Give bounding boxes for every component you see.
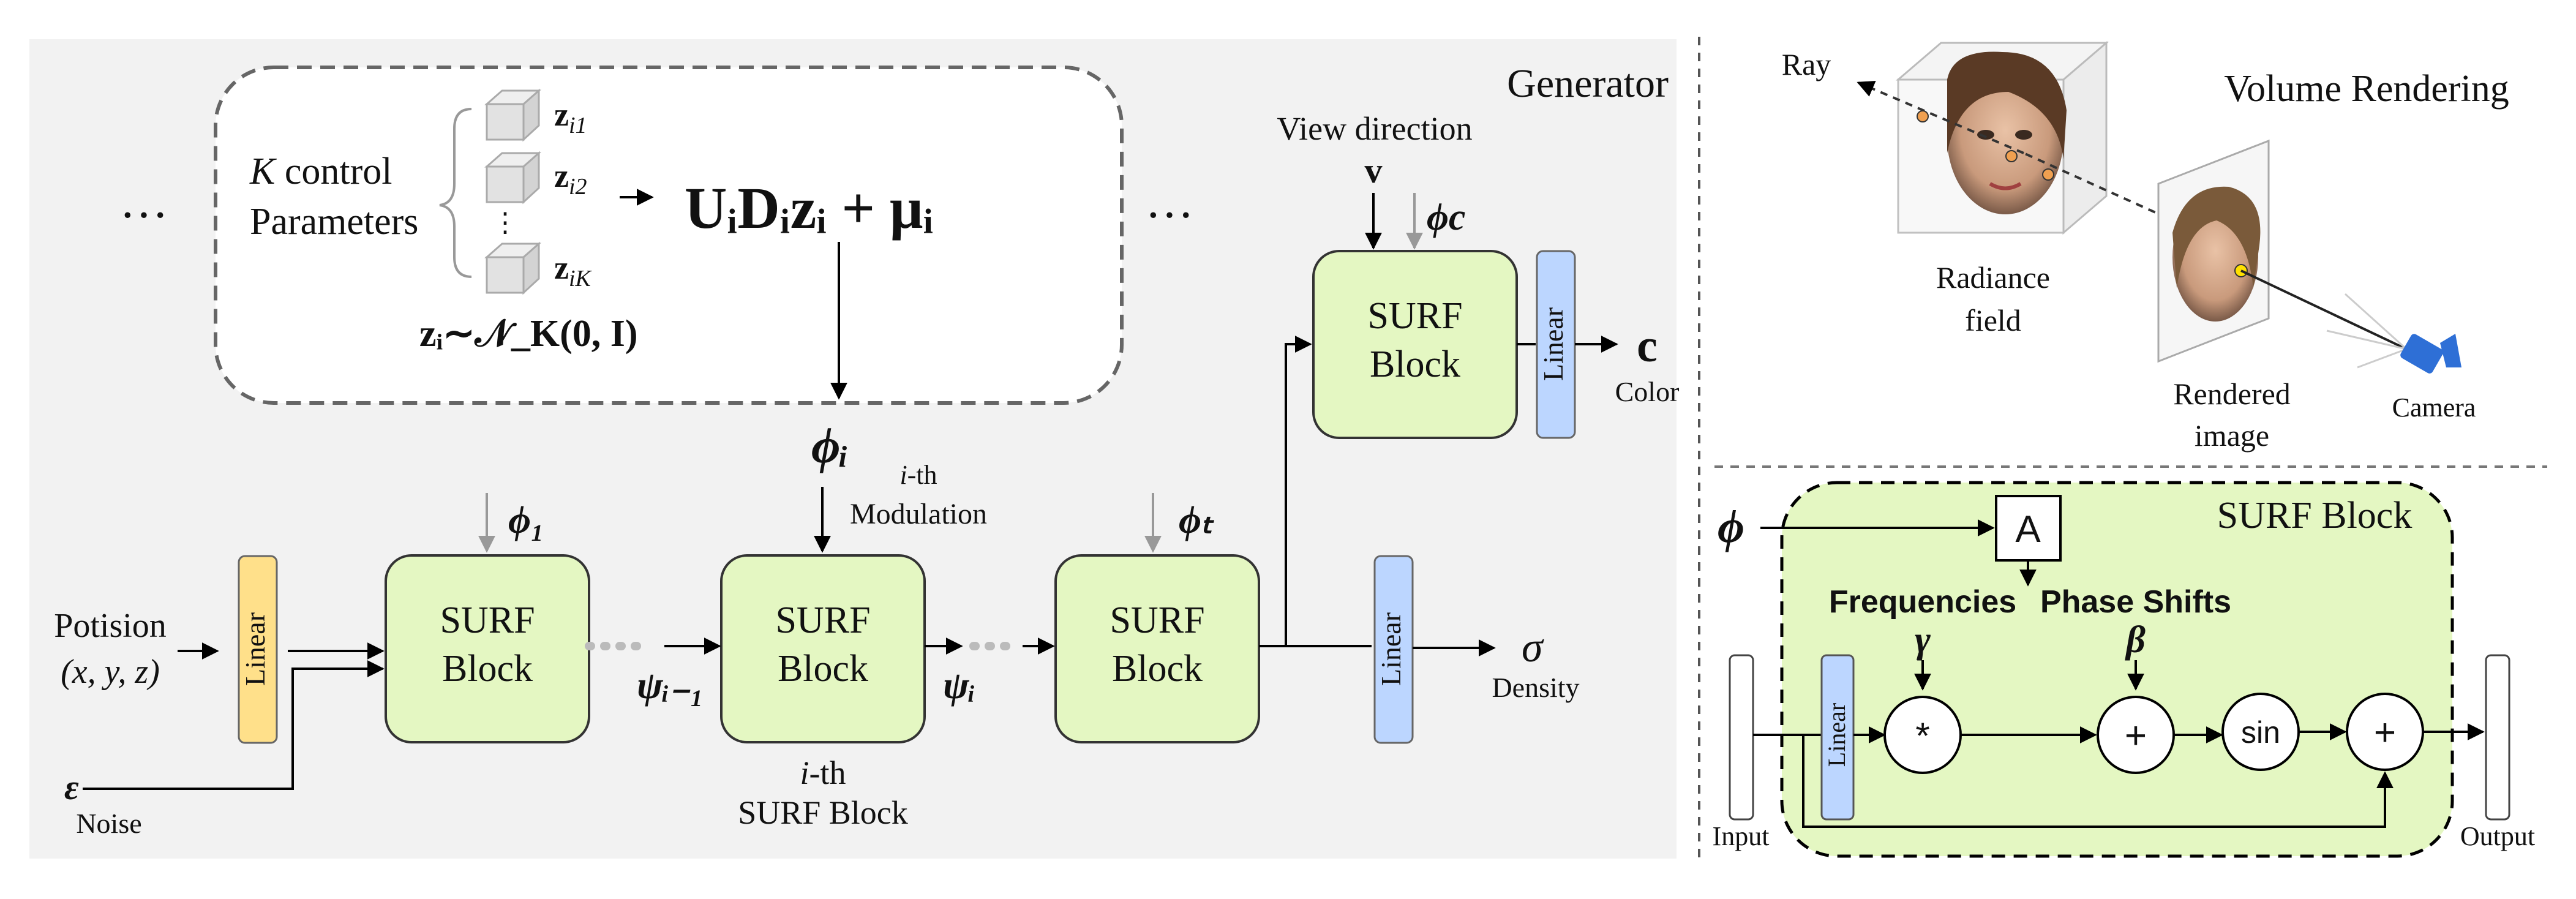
volume-rendering-title: Volume Rendering bbox=[2224, 68, 2509, 110]
multiply-symbol: * bbox=[1915, 715, 1929, 756]
radiance-field-label-1: Radiance bbox=[1936, 260, 2050, 295]
camera-ray bbox=[2240, 269, 2407, 350]
surf-block-t-line1: SURF bbox=[1110, 600, 1204, 641]
sample-point-1 bbox=[1917, 110, 1929, 122]
generator-title: Generator bbox=[1507, 61, 1669, 106]
z-cube-2 bbox=[484, 151, 541, 205]
ray-arrow bbox=[1857, 80, 2024, 154]
surf-block-i-line2: Block bbox=[778, 648, 868, 690]
phi-1-label: ϕ₁ bbox=[508, 498, 544, 541]
surf-block-color-line1: SURF bbox=[1367, 295, 1462, 337]
curly-brace bbox=[439, 108, 472, 278]
a-label: A bbox=[2015, 508, 2041, 551]
noise-label: Noise bbox=[76, 808, 141, 839]
camera-label: Camera bbox=[2392, 393, 2476, 423]
psi-i-label: ψᵢ bbox=[943, 663, 976, 707]
density-symbol: σ bbox=[1522, 624, 1544, 671]
phi-c-label: ϕc bbox=[1427, 197, 1465, 238]
surf-block-i bbox=[720, 554, 926, 743]
surf-detail-box bbox=[1780, 481, 2454, 858]
rendered-image-plane bbox=[2157, 139, 2270, 363]
linear-position bbox=[238, 555, 278, 744]
phi-i-label: ϕᵢ bbox=[811, 418, 849, 473]
frequencies-label: Frequencies bbox=[1829, 584, 2016, 620]
add-symbol-1: + bbox=[2125, 715, 2147, 757]
surf-block-1-line1: SURF bbox=[440, 600, 535, 641]
output-bar bbox=[2485, 654, 2510, 821]
radiance-field-cube bbox=[1895, 40, 2109, 235]
surf-detail-title: SURF Block bbox=[2217, 495, 2413, 536]
z-cube-k bbox=[484, 241, 541, 295]
phi-input-label: ϕ bbox=[1718, 501, 1744, 552]
beta-label: β bbox=[2125, 619, 2146, 661]
ith-label: i-th bbox=[899, 460, 937, 490]
linear-position-label: Linear bbox=[239, 612, 271, 686]
density-label: Density bbox=[1492, 672, 1579, 703]
input-label: Input bbox=[1713, 821, 1770, 851]
linear-color-label: Linear bbox=[1538, 307, 1569, 381]
position-label: Potision bbox=[54, 607, 167, 645]
v-label: v bbox=[1365, 151, 1383, 190]
sample-point-3 bbox=[2042, 168, 2054, 181]
rendered-image-label-1: Rendered bbox=[2173, 377, 2291, 411]
parameters-label: Parameters bbox=[250, 201, 418, 243]
right-ellipsis: ··· bbox=[1145, 189, 1194, 243]
control-parameters-box bbox=[214, 66, 1124, 405]
z-cube-1 bbox=[484, 88, 541, 142]
k-control-label: K control bbox=[249, 151, 392, 192]
phi-t-label: ϕₜ bbox=[1179, 498, 1215, 541]
detail-linear bbox=[1820, 654, 1855, 821]
sin-symbol: sin bbox=[2241, 715, 2280, 750]
skip-connection bbox=[1802, 735, 2394, 828]
ith-surf-block-label-1: i-th bbox=[800, 754, 846, 791]
input-bar bbox=[1729, 654, 1754, 821]
z-label-1: zi1 bbox=[554, 96, 587, 138]
surf-block-1-line2: Block bbox=[442, 648, 533, 690]
linear-density bbox=[1373, 555, 1414, 744]
noise-connector bbox=[83, 660, 385, 790]
noise-symbol: ε bbox=[64, 767, 79, 807]
ith-surf-block-label-2: SURF Block bbox=[738, 794, 908, 831]
output-label: Output bbox=[2460, 821, 2535, 851]
view-direction-label: View direction bbox=[1277, 110, 1472, 147]
rendered-image-label-2: image bbox=[2195, 418, 2269, 453]
ray-label: Ray bbox=[1782, 47, 1831, 81]
sample-point-2 bbox=[2005, 150, 2018, 162]
surf-block-t-line2: Block bbox=[1112, 648, 1203, 690]
phase-shifts-label: Phase Shifts bbox=[2040, 584, 2231, 620]
z-label-k: ziK bbox=[554, 249, 592, 292]
z-label-2: zi2 bbox=[554, 157, 587, 200]
radiance-field-label-2: field bbox=[1965, 303, 2021, 337]
psi-prev-label: ψᵢ₋₁ bbox=[637, 663, 704, 707]
modulation-label: Modulation bbox=[850, 498, 987, 530]
formula: UᵢDᵢzᵢ + μᵢ bbox=[685, 175, 933, 241]
surf-block-t bbox=[1054, 554, 1260, 743]
position-coords: (x, y, z) bbox=[61, 653, 160, 691]
detail-linear-label: Linear bbox=[1823, 703, 1850, 767]
distribution: zᵢ∼𝒩_K(0, I) bbox=[419, 313, 638, 355]
gamma-label: γ bbox=[1915, 619, 1931, 661]
left-ellipsis: ··· bbox=[119, 189, 168, 243]
k-control-text: control bbox=[275, 151, 392, 192]
color-symbol: c bbox=[1637, 320, 1658, 372]
color-label: Color bbox=[1615, 376, 1680, 407]
blockt-to-color-branch bbox=[1285, 336, 1312, 646]
z-vertical-dots: ⋮ bbox=[492, 208, 519, 238]
surf-block-i-line1: SURF bbox=[775, 600, 870, 641]
add-symbol-2: + bbox=[2374, 712, 2396, 754]
camera-icon bbox=[2326, 293, 2461, 374]
linear-density-label: Linear bbox=[1375, 612, 1406, 686]
surf-block-color-line2: Block bbox=[1370, 344, 1460, 385]
